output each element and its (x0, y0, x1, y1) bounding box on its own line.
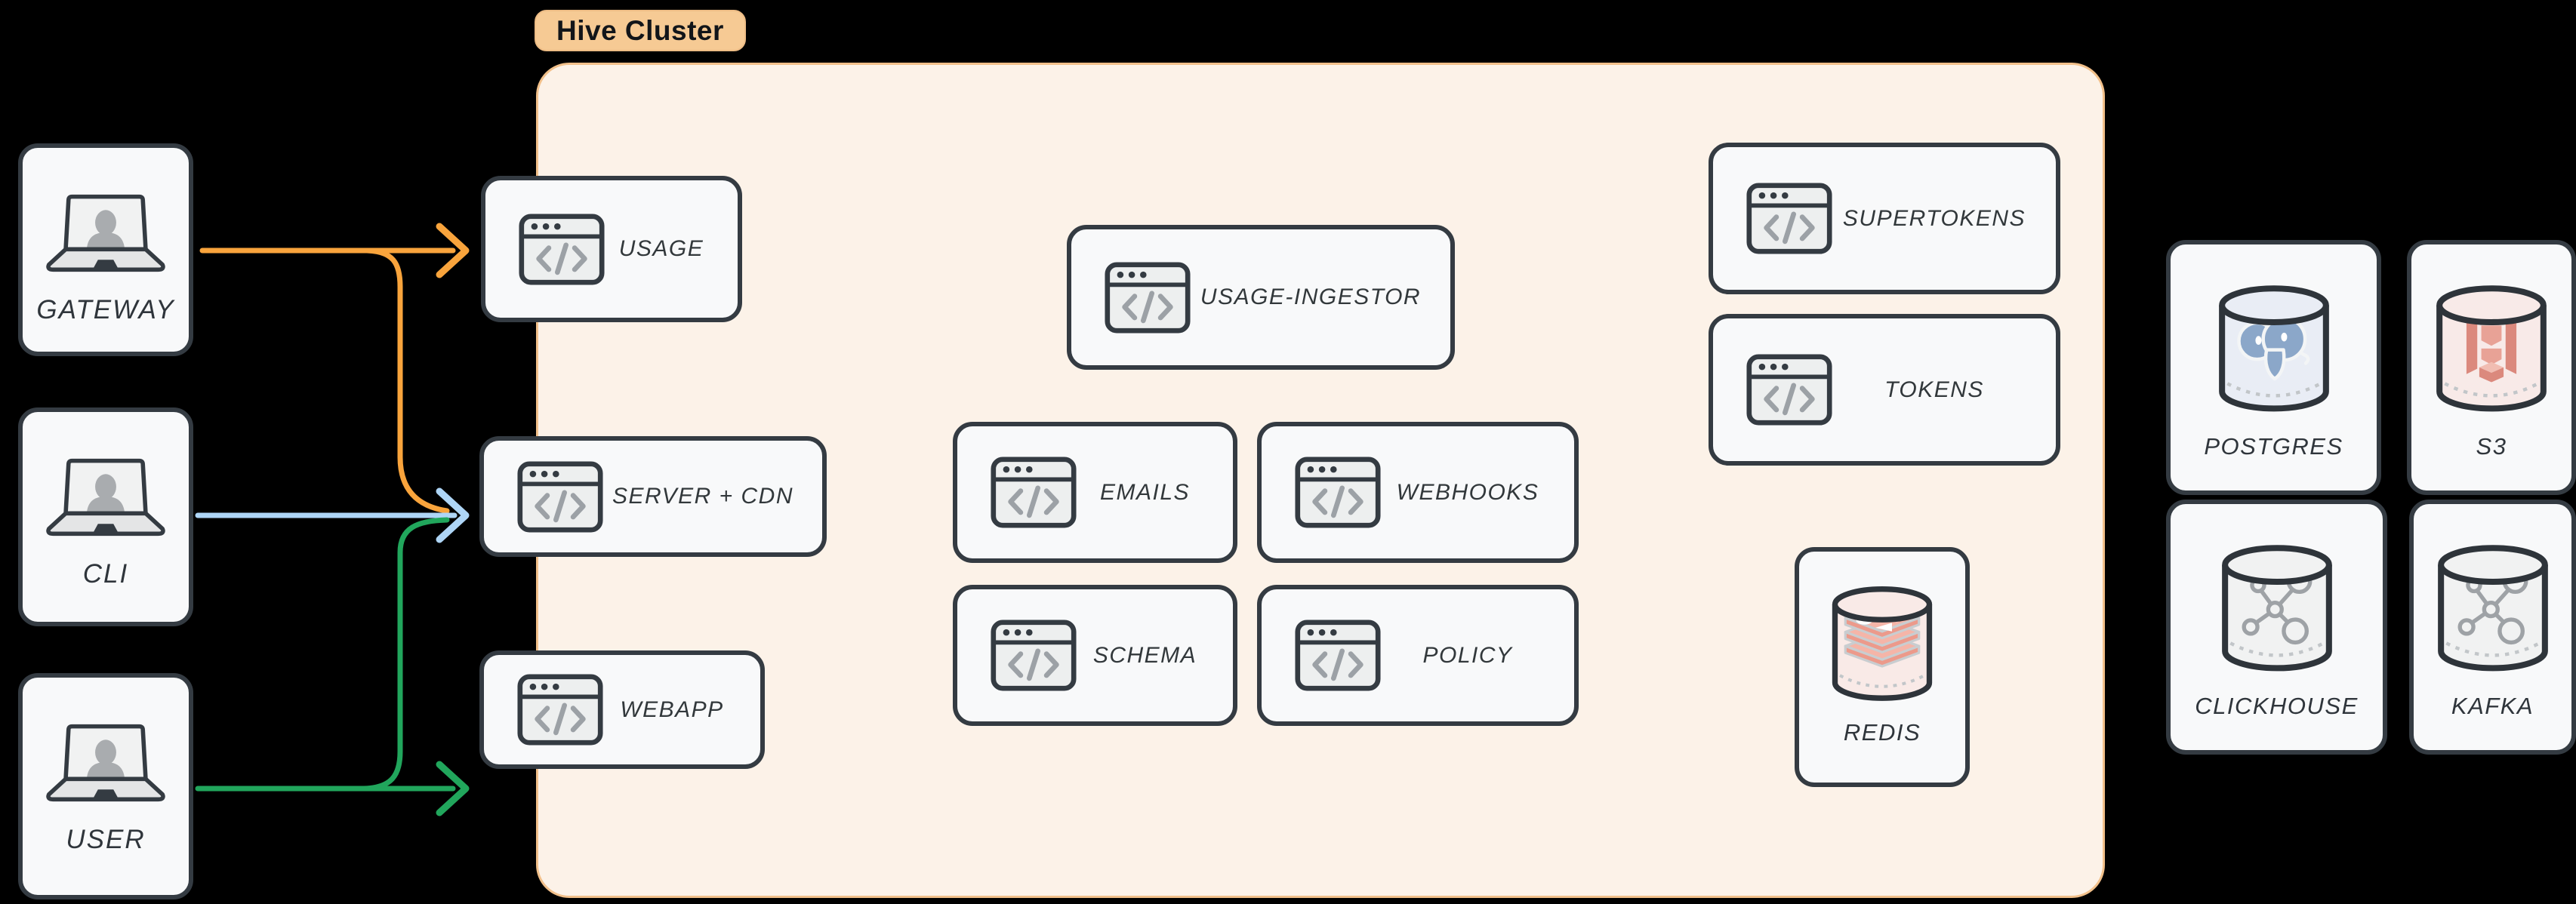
actor-cli: CLI (18, 407, 193, 626)
datastore-kafka: KAFKA (2409, 500, 2576, 755)
code-window-icon (1105, 261, 1191, 334)
redis-cylinder-icon (1830, 585, 1934, 704)
hive-cluster-badge-label: Hive Cluster (556, 14, 724, 46)
service-usage-ingestor-label: USAGE-INGESTOR (1200, 284, 1422, 309)
datastore-postgres-label: POSTGRES (2204, 433, 2343, 460)
service-supertokens-label: SUPERTOKENS (1842, 205, 2026, 231)
cli-arrow-group (195, 487, 470, 543)
code-window-icon (1295, 457, 1381, 528)
code-window-icon (517, 674, 603, 746)
service-tokens: TOKENS (1709, 314, 2060, 466)
service-usage-ingestor: USAGE-INGESTOR (1067, 225, 1455, 370)
service-emails: EMAILS (953, 422, 1237, 563)
network-cylinder-icon (2436, 543, 2550, 675)
code-window-icon (517, 460, 603, 533)
code-window-icon (991, 457, 1077, 528)
service-server-cdn-label: SERVER + CDN (612, 484, 793, 509)
arrow-user-to-server-cdn (361, 517, 450, 792)
datastore-s3-label: S3 (2476, 433, 2507, 460)
service-usage-label: USAGE (618, 236, 704, 261)
laptop-user-icon (46, 723, 165, 804)
laptop-user-icon (46, 457, 165, 538)
datastore-kafka-label: KAFKA (2451, 693, 2534, 720)
arrowhead-server-cdn (436, 487, 470, 543)
code-window-icon (1295, 620, 1381, 691)
service-server-cdn: SERVER + CDN (479, 436, 827, 557)
hive-cluster-badge: Hive Cluster (535, 10, 746, 51)
code-window-icon (519, 213, 605, 285)
service-webapp: WEBAPP (479, 650, 765, 769)
laptop-user-icon (46, 193, 165, 274)
service-schema-label: SCHEMA (1092, 642, 1197, 668)
arrowhead-usage (436, 223, 470, 278)
service-webapp-label: WEBAPP (620, 696, 724, 722)
user-arrow-group (195, 517, 470, 816)
code-window-icon (1746, 183, 1832, 254)
arrowhead-webapp (436, 761, 470, 816)
datastore-redis-label: REDIS (1843, 719, 1921, 746)
datastore-clickhouse: CLICKHOUSE (2166, 500, 2387, 755)
datastore-postgres: POSTGRES (2166, 240, 2381, 495)
actor-gateway-label: GATEWAY (36, 294, 175, 324)
postgres-cylinder-icon (2217, 284, 2331, 415)
service-policy: POLICY (1257, 585, 1579, 726)
service-supertokens: SUPERTOKENS (1709, 143, 2060, 294)
actor-cli-label: CLI (82, 558, 129, 589)
network-cylinder-icon (2220, 543, 2334, 675)
service-webhooks-label: WEBHOOKS (1396, 479, 1539, 505)
actor-user: USER (18, 673, 193, 899)
actor-user-label: USER (66, 824, 146, 854)
code-window-icon (1746, 354, 1832, 426)
service-policy-label: POLICY (1422, 642, 1513, 668)
datastore-s3: S3 (2407, 240, 2576, 495)
service-usage: USAGE (481, 176, 742, 322)
service-schema: SCHEMA (953, 585, 1237, 726)
datastore-redis: REDIS (1795, 547, 1970, 787)
datastore-clickhouse-label: CLICKHOUSE (2195, 693, 2359, 720)
actor-gateway: GATEWAY (18, 143, 193, 356)
gateway-arrow-group (199, 223, 470, 514)
service-webhooks: WEBHOOKS (1257, 422, 1579, 563)
s3-cylinder-icon (2434, 284, 2549, 415)
service-tokens-label: TOKENS (1884, 377, 1984, 402)
service-emails-label: EMAILS (1099, 479, 1191, 505)
arrow-gateway-to-server-cdn (364, 248, 450, 514)
code-window-icon (991, 620, 1077, 691)
